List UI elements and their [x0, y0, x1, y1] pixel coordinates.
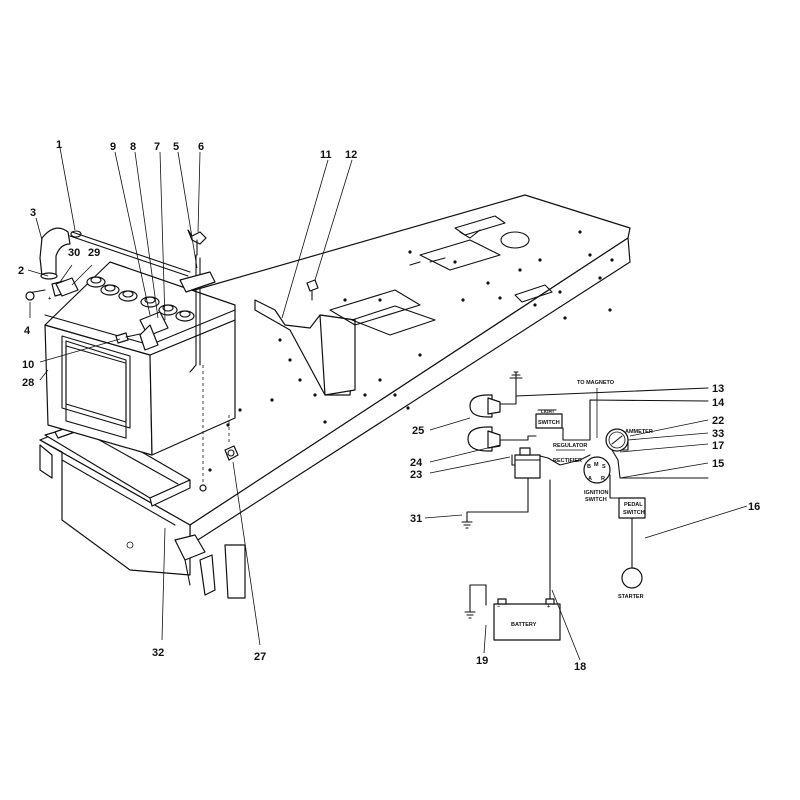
hardware: [115, 279, 319, 492]
ignition-switch-label-1: IGNITION: [584, 490, 608, 496]
starter: STARTER: [618, 567, 644, 600]
callouts-left: 1 3 2 30 29 4 9 8 7 5 6 10 28 11 12 32 2…: [18, 139, 357, 663]
ignition-switch-label-2: SWITCH: [585, 497, 607, 503]
callout-18: 18: [574, 661, 586, 673]
callout-22: 22: [712, 415, 724, 427]
ground-symbol-top: [509, 371, 523, 397]
callout-15: 15: [712, 458, 724, 470]
starter-label: STARTER: [618, 594, 644, 600]
pedal-switch-label-1: PEDAL: [624, 502, 643, 508]
terminal-s-label: S: [602, 464, 606, 470]
callout-12: 12: [345, 149, 357, 161]
battery-symbol: − + BATTERY: [493, 598, 561, 641]
battery-caps: [86, 276, 195, 322]
battery-label: BATTERY: [511, 622, 537, 628]
regulator-label: REGULATOR: [553, 443, 587, 449]
light-switch-label: SWITCH: [538, 420, 560, 426]
callout-10: 10: [22, 359, 34, 371]
light-switch-top-label: LIGHT: [541, 409, 555, 414]
callout-2: 2: [18, 265, 24, 277]
callout-32: 32: [152, 647, 164, 659]
callout-17: 17: [712, 440, 724, 452]
callout-9: 9: [110, 141, 116, 153]
ignition-switch: B M S A R IGNITION SWITCH: [583, 456, 611, 503]
callout-28: 28: [22, 377, 34, 389]
terminal-m-label: M: [594, 462, 599, 468]
svg-text:+: +: [48, 296, 51, 302]
callout-33: 33: [712, 428, 724, 440]
callout-29: 29: [88, 247, 100, 259]
rectifier-label: RECTIFIER: [553, 458, 582, 464]
callout-31: 31: [410, 513, 422, 525]
callout-25: 25: [412, 425, 424, 437]
terminal-b-label: B: [587, 464, 591, 470]
callout-1: 1: [56, 139, 62, 151]
chassis-frame: [39, 194, 631, 599]
to-magneto-label: TO MAGNETO: [577, 380, 615, 386]
headlight-upper: [469, 394, 501, 418]
callout-7: 7: [154, 141, 160, 153]
ammeter: AMMETER: [605, 428, 653, 452]
callout-8: 8: [130, 141, 136, 153]
callout-24: 24: [410, 457, 423, 469]
callout-23: 23: [410, 469, 422, 481]
callout-4: 4: [24, 325, 31, 337]
callout-16: 16: [748, 501, 760, 513]
callout-14: 14: [712, 397, 725, 409]
callouts-schematic: 13 14 22 33 17 15 16 25 24 23 31 19 18: [410, 383, 760, 673]
callout-19: 19: [476, 655, 488, 667]
wiring-schematic: LIGHT SWITCH REGULATOR RECTIFIER B M S A…: [424, 371, 748, 661]
pedal-switch-label-2: SWITCH: [623, 510, 645, 516]
battery-plus-label: +: [547, 604, 550, 610]
callout-6: 6: [198, 141, 204, 153]
callout-5: 5: [173, 141, 179, 153]
deck-holes: [208, 230, 614, 472]
light-switch: LIGHT SWITCH: [535, 409, 563, 429]
battery-minus-label: −: [497, 604, 500, 610]
headlight-lower: [467, 426, 501, 452]
battery-cable: [25, 227, 191, 301]
callout-11: 11: [320, 149, 332, 161]
terminal-a-label: A: [588, 476, 592, 482]
hold-down-rod: [179, 229, 216, 373]
ammeter-label: AMMETER: [625, 429, 653, 435]
callout-27: 27: [254, 651, 266, 663]
callout-13: 13: [712, 383, 724, 395]
callout-30: 30: [68, 247, 80, 259]
callout-3: 3: [30, 207, 36, 219]
pedal-switch: PEDAL SWITCH: [618, 497, 646, 519]
regulator-rectifier: REGULATOR RECTIFIER: [514, 443, 587, 479]
terminal-r-label: R: [601, 476, 605, 482]
leader-lines: [27, 147, 353, 646]
